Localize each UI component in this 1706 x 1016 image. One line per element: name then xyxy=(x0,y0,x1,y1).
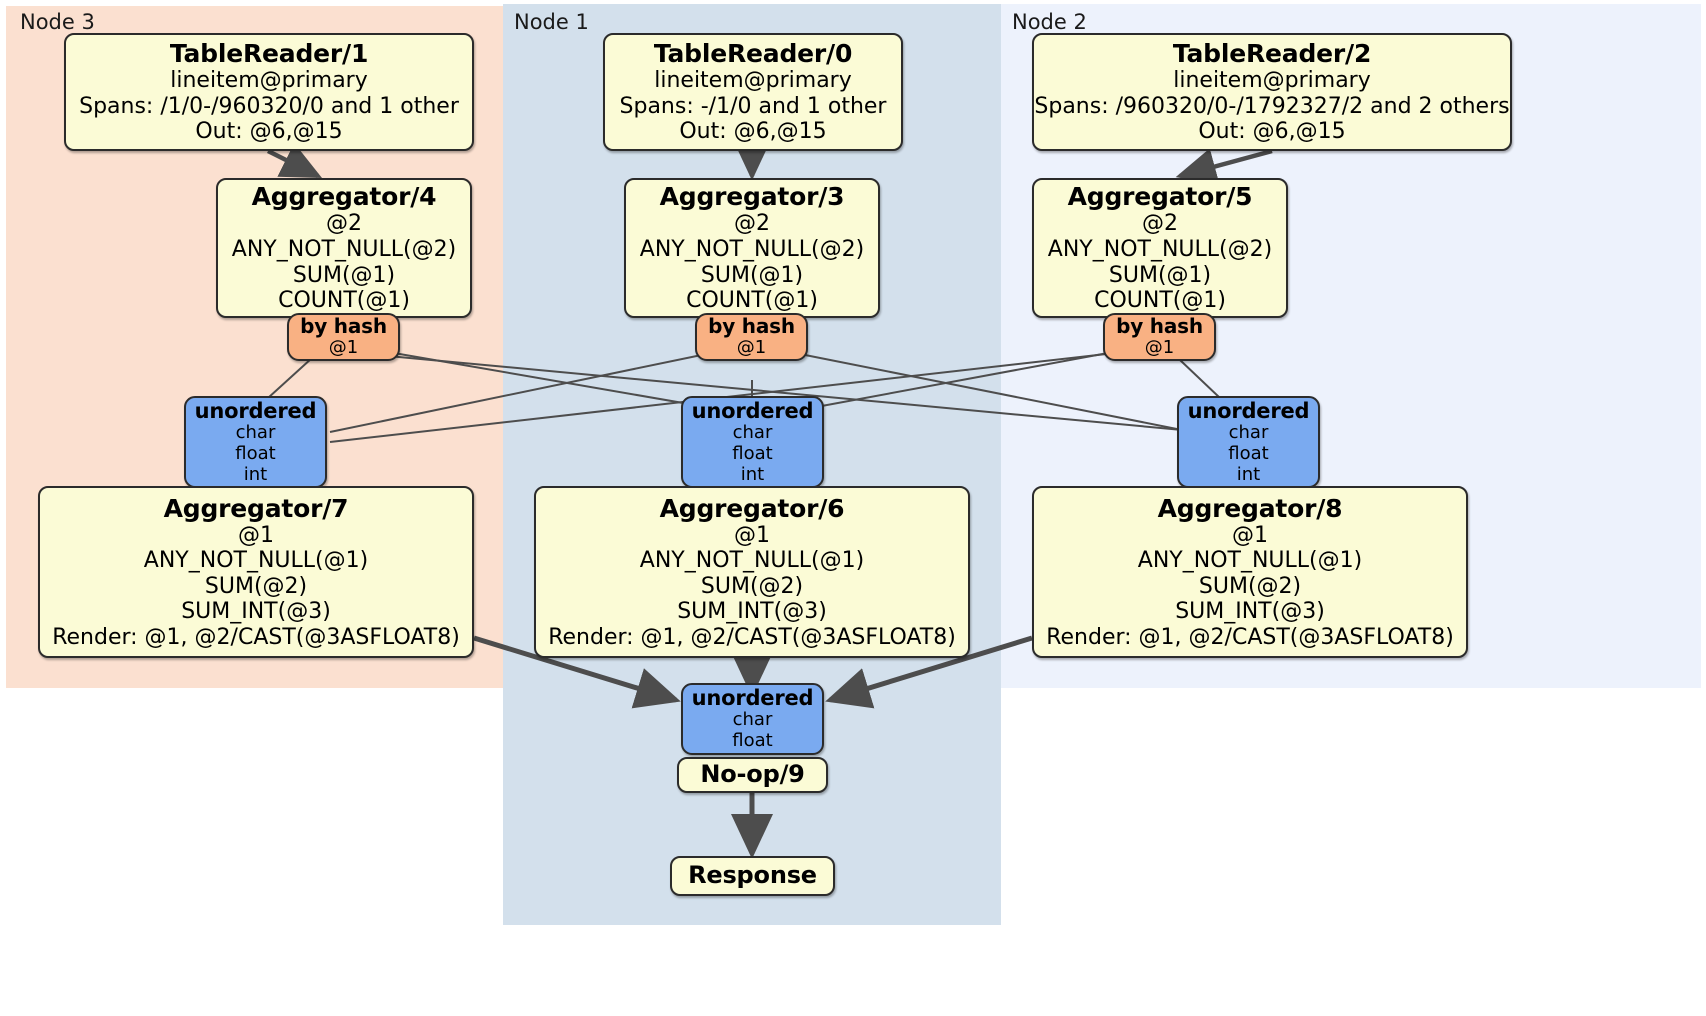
node-title: TableReader/1 xyxy=(169,39,369,69)
node-router-by-hash-left[interactable]: by hash @1 xyxy=(287,313,400,361)
node-line: @2 xyxy=(734,211,770,237)
node-router-by-hash-center[interactable]: by hash @1 xyxy=(695,313,808,361)
node-line: float xyxy=(732,442,773,464)
node-title: unordered xyxy=(1187,398,1310,423)
node-sync-unordered-final[interactable]: unordered char float xyxy=(681,683,824,755)
node-tablereader-1[interactable]: TableReader/1 lineitem@primary Spans: /1… xyxy=(64,33,474,151)
node-title: by hash xyxy=(300,313,387,338)
node-tablereader-2[interactable]: TableReader/2 lineitem@primary Spans: /9… xyxy=(1032,33,1512,151)
node-line: SUM(@2) xyxy=(204,573,308,599)
node-title: TableReader/2 xyxy=(1172,39,1372,69)
node-line: Render: @1, @2/CAST(@3ASFLOAT8) xyxy=(1046,624,1454,650)
node-line: @1 xyxy=(1144,337,1175,359)
node-line: SUM(@1) xyxy=(292,262,396,288)
node-line: @1 xyxy=(238,522,274,548)
node-sync-unordered-left[interactable]: unordered char float int xyxy=(184,396,327,488)
node-line: @1 xyxy=(328,337,359,359)
node-line: float xyxy=(1228,442,1269,464)
node-router-by-hash-right[interactable]: by hash @1 xyxy=(1103,313,1216,361)
node-aggregator-4[interactable]: Aggregator/4 @2 ANY_NOT_NULL(@2) SUM(@1)… xyxy=(216,178,472,318)
node-line: lineitem@primary xyxy=(654,68,852,94)
node-aggregator-3[interactable]: Aggregator/3 @2 ANY_NOT_NULL(@2) SUM(@1)… xyxy=(624,178,880,318)
node-line: SUM(@1) xyxy=(700,262,804,288)
node-tablereader-0[interactable]: TableReader/0 lineitem@primary Spans: -/… xyxy=(603,33,903,151)
node-line: ANY_NOT_NULL(@1) xyxy=(143,548,369,574)
node-title: unordered xyxy=(194,398,317,423)
node-sync-unordered-right[interactable]: unordered char float int xyxy=(1177,396,1320,488)
node-line: COUNT(@1) xyxy=(686,288,818,314)
node-line: Render: @1, @2/CAST(@3ASFLOAT8) xyxy=(52,624,460,650)
node-title: by hash xyxy=(1116,313,1203,338)
node-line: int xyxy=(740,463,765,485)
node-line: char xyxy=(1228,421,1269,443)
node-title: unordered xyxy=(691,398,814,423)
node-aggregator-6[interactable]: Aggregator/6 @1 ANY_NOT_NULL(@1) SUM(@2)… xyxy=(534,486,970,658)
node-line: @2 xyxy=(326,211,362,237)
node-line: SUM(@1) xyxy=(1108,262,1212,288)
node-line: Out: @6,@15 xyxy=(1198,119,1346,145)
node-line: Out: @6,@15 xyxy=(679,119,827,145)
node-line: SUM(@2) xyxy=(1198,573,1302,599)
node-line: @1 xyxy=(736,337,767,359)
node-line: float xyxy=(235,442,276,464)
node-title: TableReader/0 xyxy=(653,39,853,69)
node-line: lineitem@primary xyxy=(1173,68,1371,94)
node-title: Aggregator/6 xyxy=(659,493,845,523)
node-line: ANY_NOT_NULL(@2) xyxy=(639,236,865,262)
node-title: Aggregator/3 xyxy=(659,182,845,212)
node-title: Response xyxy=(688,861,817,890)
node-line: char xyxy=(235,421,276,443)
node-line: SUM_INT(@3) xyxy=(677,599,827,625)
node-line: @2 xyxy=(1142,211,1178,237)
node-response[interactable]: Response xyxy=(670,856,835,896)
node-title: Aggregator/8 xyxy=(1157,493,1343,523)
node-title: unordered xyxy=(691,685,814,710)
node-aggregator-8[interactable]: Aggregator/8 @1 ANY_NOT_NULL(@1) SUM(@2)… xyxy=(1032,486,1468,658)
node-line: ANY_NOT_NULL(@2) xyxy=(1047,236,1273,262)
node-line: int xyxy=(1236,463,1261,485)
node-line: COUNT(@1) xyxy=(1094,288,1226,314)
node-line: char xyxy=(732,421,773,443)
node-line: Spans: /1/0-/960320/0 and 1 other xyxy=(79,93,459,119)
node-aggregator-7[interactable]: Aggregator/7 @1 ANY_NOT_NULL(@1) SUM(@2)… xyxy=(38,486,474,658)
node-title: by hash xyxy=(708,313,795,338)
node-line: char xyxy=(732,709,773,731)
node-line: @1 xyxy=(1232,522,1268,548)
node-line: SUM(@2) xyxy=(700,573,804,599)
node-line: int xyxy=(243,463,268,485)
node-title: Aggregator/5 xyxy=(1067,182,1253,212)
panel-node-1-label: Node 1 xyxy=(514,10,589,34)
panel-node-2-label: Node 2 xyxy=(1012,10,1087,34)
node-line: Out: @6,@15 xyxy=(195,119,343,145)
node-line: ANY_NOT_NULL(@1) xyxy=(639,548,865,574)
node-line: Spans: -/1/0 and 1 other xyxy=(619,93,887,119)
node-line: Spans: /960320/0-/1792327/2 and 2 others xyxy=(1034,93,1510,119)
node-no-op-9[interactable]: No-op/9 xyxy=(677,757,828,793)
node-line: SUM_INT(@3) xyxy=(1175,599,1325,625)
node-line: @1 xyxy=(734,522,770,548)
node-line: ANY_NOT_NULL(@1) xyxy=(1137,548,1363,574)
node-line: SUM_INT(@3) xyxy=(181,599,331,625)
node-line: lineitem@primary xyxy=(170,68,368,94)
node-title: Aggregator/4 xyxy=(251,182,437,212)
node-aggregator-5[interactable]: Aggregator/5 @2 ANY_NOT_NULL(@2) SUM(@1)… xyxy=(1032,178,1288,318)
node-sync-unordered-center[interactable]: unordered char float int xyxy=(681,396,824,488)
node-line: ANY_NOT_NULL(@2) xyxy=(231,236,457,262)
node-title: No-op/9 xyxy=(700,760,805,789)
node-line: COUNT(@1) xyxy=(278,288,410,314)
node-line: Render: @1, @2/CAST(@3ASFLOAT8) xyxy=(548,624,956,650)
node-title: Aggregator/7 xyxy=(163,493,349,523)
panel-node-3-label: Node 3 xyxy=(20,10,95,34)
node-line: float xyxy=(732,730,773,752)
